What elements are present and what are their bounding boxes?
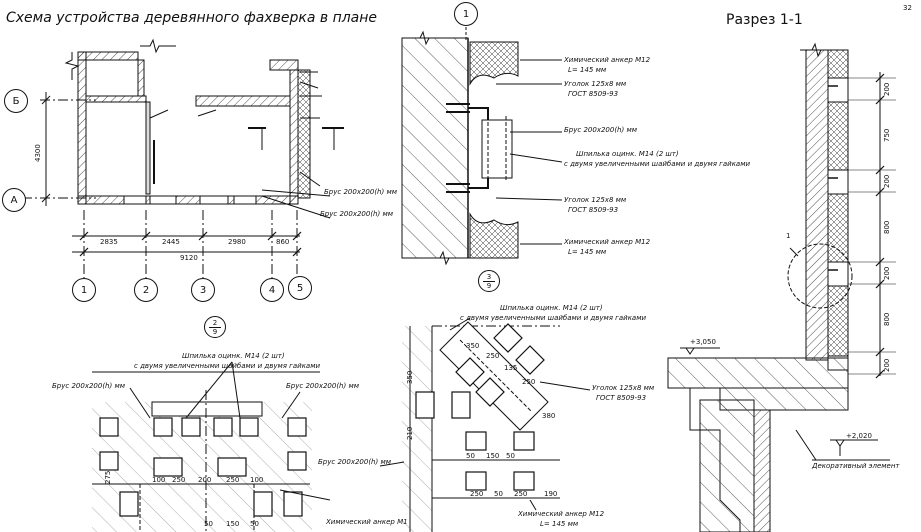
section-decor-label: Декоративный элемент bbox=[812, 462, 900, 470]
detail3-dim-h2: 150 bbox=[486, 452, 500, 460]
detail3-diag-3: 135 bbox=[504, 364, 518, 372]
detail3-marker-divider bbox=[483, 280, 495, 282]
section-level-top: +3,050 bbox=[690, 338, 716, 346]
plan-dim-total: 9120 bbox=[180, 254, 198, 262]
detail2-dim-b2: 150 bbox=[226, 520, 240, 528]
detail3-stud: Шпилька оцинк. М14 (2 шт) bbox=[500, 304, 603, 312]
plan-dim-2: 2445 bbox=[162, 238, 180, 246]
detail3-angle: Уголок 125х8 мм bbox=[592, 384, 655, 392]
detail3-dim-b1: 250 bbox=[470, 490, 484, 498]
axis-label-2: 2 bbox=[134, 278, 158, 302]
axis-label-4: 4 bbox=[260, 278, 284, 302]
detail1-anchor-bottom-len: L= 145 мм bbox=[568, 248, 607, 256]
detail3-marker-bottom: 9 bbox=[486, 281, 492, 290]
section-dim-5: 200 bbox=[883, 266, 891, 280]
detail2-dim-2: 250 bbox=[172, 476, 186, 484]
detail2-stud-note: с двумя увеличенными шайбами и двумя гай… bbox=[134, 362, 321, 370]
detail3-drawing bbox=[379, 317, 591, 532]
detail3-diag-5: 380 bbox=[542, 412, 556, 420]
detail2-dim-b3: 50 bbox=[250, 520, 259, 528]
page-number: 32 bbox=[903, 4, 912, 12]
detail2-dim-1: 100 bbox=[152, 476, 166, 484]
section-dim-1: 200 bbox=[883, 82, 891, 96]
detail2-beam-right: Брус 200х200(h) мм bbox=[286, 382, 360, 390]
detail2-marker-top: 2 bbox=[212, 318, 218, 327]
detail1-beam: Брус 200х200(h) мм bbox=[564, 126, 638, 134]
axis-label-3: 3 bbox=[191, 278, 215, 302]
detail2-dim-v: 275 bbox=[104, 470, 112, 484]
detail1-anchor-top: Химический анкер М12 bbox=[564, 56, 651, 64]
section-dim-4: 800 bbox=[883, 220, 891, 234]
detail2-marker-bottom: 9 bbox=[212, 327, 218, 336]
section-dim-3: 200 bbox=[883, 174, 891, 188]
plan-dim-3: 2980 bbox=[228, 238, 246, 246]
detail1-anchor-top-len: L= 145 мм bbox=[568, 66, 607, 74]
detail2-dim-5: 100 bbox=[250, 476, 264, 484]
detail1-marker: 1 bbox=[454, 2, 478, 26]
section-marker: 1 bbox=[786, 232, 791, 240]
section-drawing bbox=[667, 42, 896, 532]
axis-label-a: А bbox=[2, 188, 26, 212]
section-dim-2: 750 bbox=[883, 128, 891, 142]
detail1-angle-top: Уголок 125х8 мм bbox=[564, 80, 627, 88]
plan-beam-label-1: Брус 200х200(h) мм bbox=[324, 188, 398, 196]
detail2-drawing bbox=[92, 361, 331, 532]
detail2-beam-left: Брус 200х200(h) мм bbox=[52, 382, 126, 390]
detail3-dim-b2: 50 bbox=[494, 490, 503, 498]
detail1-stud: Шпилька оцинк. М14 (2 шт) bbox=[576, 150, 679, 158]
detail3-dim-h3: 50 bbox=[506, 452, 515, 460]
plan-drawing bbox=[22, 38, 344, 280]
detail3-marker-top: 3 bbox=[486, 272, 492, 281]
detail2-dim-3: 200 bbox=[198, 476, 212, 484]
detail3-marker: 3 9 bbox=[478, 270, 500, 292]
detail3-anchor-len: L= 145 мм bbox=[540, 520, 579, 528]
detail2-dim-4: 250 bbox=[226, 476, 240, 484]
detail3-beam: Брус 200х200(h) мм bbox=[318, 458, 392, 466]
detail2-marker-divider bbox=[209, 326, 221, 328]
detail2-dim-b1: 50 bbox=[204, 520, 213, 528]
detail3-dim-v1: 350 bbox=[406, 370, 414, 384]
detail1-angle-bottom: Уголок 125х8 мм bbox=[564, 196, 627, 204]
detail1-anchor-bottom: Химический анкер М12 bbox=[564, 238, 651, 246]
axis-label-5: 5 bbox=[288, 276, 312, 300]
detail2-stud: Шпилька оцинк. М14 (2 шт) bbox=[182, 352, 285, 360]
detail1-stud-note: с двумя увеличенными шайбами и двумя гай… bbox=[564, 160, 751, 168]
section-dim-7: 200 bbox=[883, 358, 891, 372]
detail3-anchor: Химический анкер М12 bbox=[518, 510, 605, 518]
detail3-dim-h1: 50 bbox=[466, 452, 475, 460]
plan-dim-left: 4300 bbox=[34, 144, 42, 162]
section-title: Разрез 1-1 bbox=[726, 12, 803, 28]
detail1-drawing bbox=[401, 22, 563, 266]
detail3-diag-2: 250 bbox=[486, 352, 500, 360]
plan-dim-4: 860 bbox=[276, 238, 290, 246]
detail3-dim-b3: 250 bbox=[514, 490, 528, 498]
axis-label-b: Б bbox=[4, 89, 28, 113]
detail1-angle-top-gost: ГОСТ 8509-93 bbox=[568, 90, 619, 98]
section-dim-6: 800 bbox=[883, 312, 891, 326]
detail3-stud-note: с двумя увеличенными шайбами и двумя гай… bbox=[460, 314, 647, 322]
plan-beam-label-2: Брус 200х200(h) мм bbox=[320, 210, 394, 218]
detail3-diag-1: 350 bbox=[466, 342, 480, 350]
detail2-anchor: Химический анкер М1 bbox=[326, 518, 408, 526]
plan-dim-1: 2835 bbox=[100, 238, 118, 246]
axis-label-1: 1 bbox=[72, 278, 96, 302]
detail2-marker: 2 9 bbox=[204, 316, 226, 338]
section-level-bottom: +2,020 bbox=[846, 432, 872, 440]
detail3-dim-v2: 210 bbox=[406, 426, 414, 440]
detail3-dim-b4: 190 bbox=[544, 490, 558, 498]
detail1-angle-bottom-gost: ГОСТ 8509-93 bbox=[568, 206, 619, 214]
detail3-angle-gost: ГОСТ 8509-93 bbox=[596, 394, 647, 402]
detail3-diag-4: 250 bbox=[522, 378, 536, 386]
plan-title: Схема устройства деревянного фахверка в … bbox=[6, 10, 378, 26]
